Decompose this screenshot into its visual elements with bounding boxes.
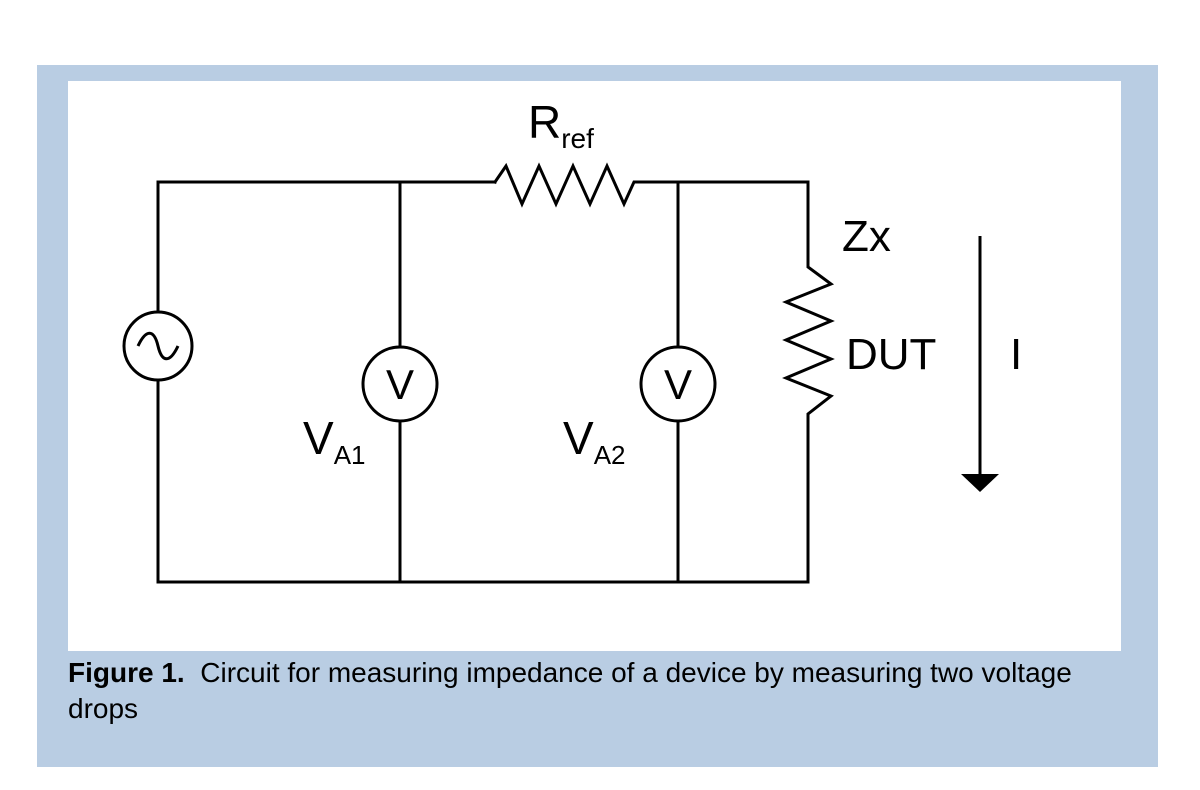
va1-label: VA1 — [303, 412, 366, 470]
figure-label: Figure 1. — [68, 657, 185, 688]
dut-label: DUT — [846, 330, 936, 379]
figure-caption-text: Circuit for measuring impedance of a dev… — [68, 657, 1072, 724]
voltmeter-a1-icon — [361, 345, 439, 423]
va2-label: VA2 — [563, 412, 626, 470]
current-label: I — [1010, 330, 1022, 379]
voltmeter-a2-icon — [639, 345, 717, 423]
wire-left-lower — [156, 378, 810, 584]
voltmeter-a2-symbol: V — [664, 361, 692, 408]
voltmeter-a1-symbol: V — [386, 361, 414, 408]
resistor-ref-label: Rref — [528, 96, 594, 154]
dut-resistor — [782, 180, 835, 584]
resistor-ref — [492, 162, 810, 208]
current-arrow-head-icon — [961, 474, 999, 492]
figure-panel: V V Rref Zx DUT I VA1 VA2 Figure 1. Circ… — [37, 65, 1158, 767]
sine-wave-icon — [136, 331, 180, 361]
circuit-diagram: V V Rref Zx DUT I VA1 VA2 — [68, 81, 1121, 651]
wire-left — [156, 180, 497, 314]
figure-caption: Figure 1. Circuit for measuring impedanc… — [68, 655, 1108, 727]
impedance-label: Zx — [842, 212, 891, 261]
